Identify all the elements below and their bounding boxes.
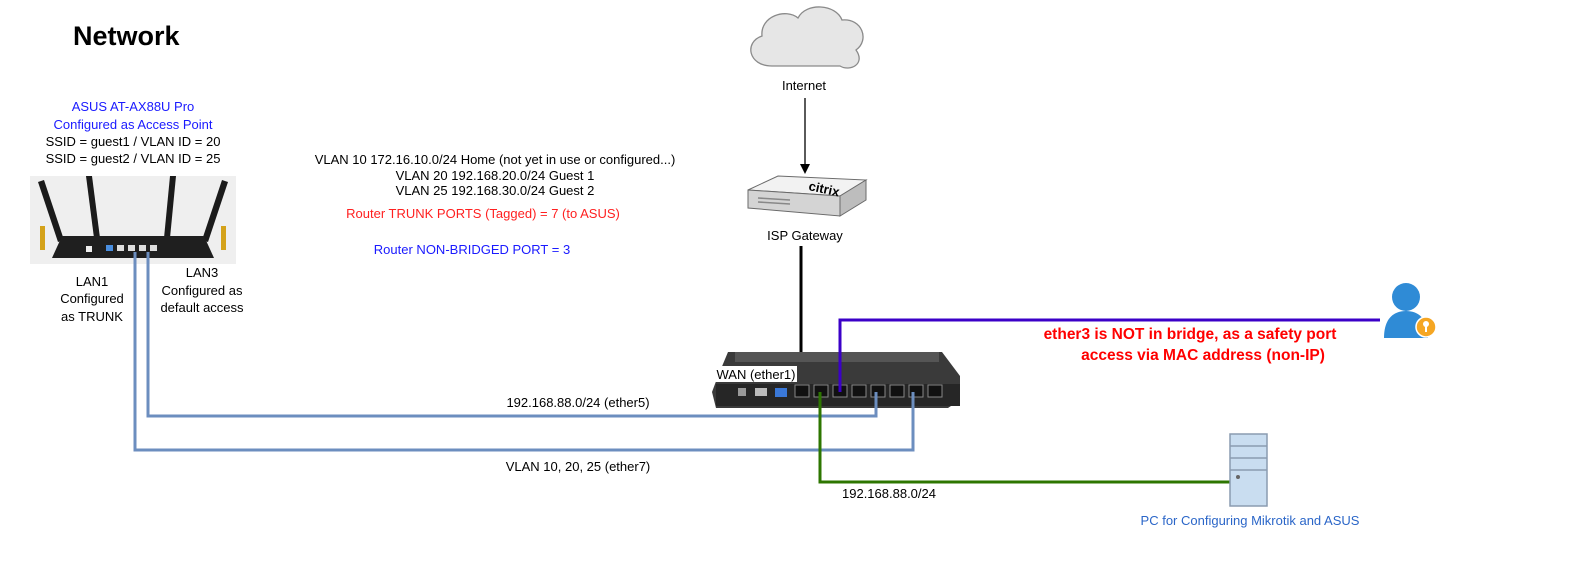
lan3-label-line1: LAN3	[186, 265, 219, 280]
asus-ssid1-label: SSID = guest1 / VLAN ID = 20	[46, 134, 221, 149]
pc-link-line	[818, 392, 1234, 484]
gateway-brand-label: citrix	[807, 178, 841, 199]
ether5-link-line	[146, 252, 878, 418]
ether3-note-line1: ether3 is NOT in bridge, as a safety por…	[1044, 326, 1337, 343]
ether5-link-label: 192.168.88.0/24 (ether5)	[506, 395, 649, 410]
ether7-trunk-line	[133, 252, 915, 452]
vlan-20-label: VLAN 20 192.168.20.0/24 Guest 1	[396, 168, 595, 183]
lan1-label-line3: as TRUNK	[61, 309, 123, 324]
pc-tower-icon	[1229, 433, 1268, 507]
page-title: Network	[73, 21, 181, 51]
ether3-note-line2: access via MAC address (non-IP)	[1081, 347, 1325, 364]
vlan-25-label: VLAN 25 192.168.30.0/24 Guest 2	[396, 183, 595, 198]
ether7-link-label: VLAN 10, 20, 25 (ether7)	[506, 459, 651, 474]
non-bridged-port-label: Router NON-BRIDGED PORT = 3	[374, 242, 570, 257]
pc-label: PC for Configuring Mikrotik and ASUS	[1141, 513, 1360, 528]
lan1-label-line2: Configured	[60, 291, 124, 306]
lan1-label-line1: LAN1	[76, 274, 109, 289]
asus-model-label: ASUS AT-AX88U Pro	[72, 99, 195, 114]
internet-label: Internet	[782, 78, 826, 93]
lan3-label-line2: Configured as	[162, 283, 243, 298]
wan-label: WAN (ether1)	[717, 367, 796, 382]
trunk-ports-label: Router TRUNK PORTS (Tagged) = 7 (to ASUS…	[346, 206, 620, 221]
isp-gateway-icon: citrix	[747, 175, 868, 217]
asus-mode-label: Configured as Access Point	[54, 117, 213, 132]
admin-user-icon	[1384, 283, 1437, 338]
internet-cloud-icon	[750, 6, 864, 69]
asus-ssid2-label: SSID = guest2 / VLAN ID = 25	[46, 151, 221, 166]
lan3-label-line3: default access	[160, 300, 244, 315]
wan-label-bg	[715, 366, 797, 382]
internet-link-arrowhead	[800, 164, 810, 174]
pc-link-label: 192.168.88.0/24	[842, 486, 936, 501]
asus-router-icon	[30, 176, 236, 264]
ether3-admin-line	[838, 318, 1380, 392]
isp-gateway-label: ISP Gateway	[767, 228, 843, 243]
vlan-10-label: VLAN 10 172.16.10.0/24 Home (not yet in …	[315, 152, 676, 167]
